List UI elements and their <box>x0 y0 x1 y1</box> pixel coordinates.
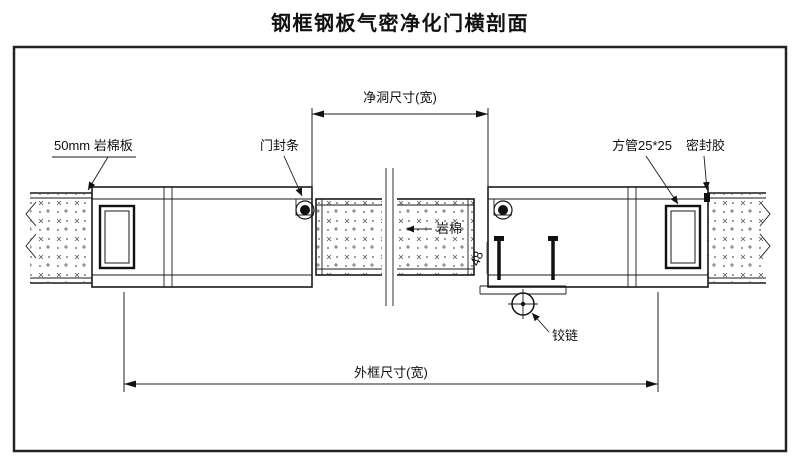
dim-clear-width: 净洞尺寸(宽) <box>311 90 489 192</box>
page-title: 钢框钢板气密净化门横剖面 <box>271 13 529 35</box>
left-door-seal <box>295 199 315 220</box>
sealant-leader <box>702 155 710 191</box>
callouts: 50mm 岩棉板 门封条 方管25*25 密封胶 岩棉 铰链 48 <box>52 138 725 343</box>
hinge-label: 铰链 <box>552 328 578 343</box>
outer-width-label: 外框尺寸(宽) <box>354 365 428 380</box>
center-break-lines <box>382 166 397 308</box>
sealant-label: 密封胶 <box>686 138 725 153</box>
hinge-detail <box>479 236 567 319</box>
right-door-seal <box>493 199 513 220</box>
left-door-frame <box>91 186 313 288</box>
door-seal-leader <box>283 155 303 197</box>
left-frame-tube <box>98 204 136 270</box>
rockwool-panel-label: 50mm 岩棉板 <box>54 138 133 153</box>
hinge-leader <box>531 312 550 333</box>
gap-48-label: 48 <box>467 249 486 268</box>
rockwool-panel-leader <box>87 156 109 191</box>
square-tube-label: 方管25*25 <box>612 138 672 153</box>
door-seal-label: 门封条 <box>260 138 299 153</box>
right-frame-tube <box>664 204 702 270</box>
square-tube-leader <box>645 155 679 205</box>
sealant-bead <box>704 193 710 202</box>
clear-width-label: 净洞尺寸(宽) <box>363 90 437 105</box>
dim-outer-width: 外框尺寸(宽) <box>123 292 659 392</box>
right-door-frame <box>487 186 709 288</box>
left-wall-panel <box>30 192 92 284</box>
rockwool-label: 岩棉 <box>436 221 462 236</box>
right-wall-panel <box>708 192 766 284</box>
